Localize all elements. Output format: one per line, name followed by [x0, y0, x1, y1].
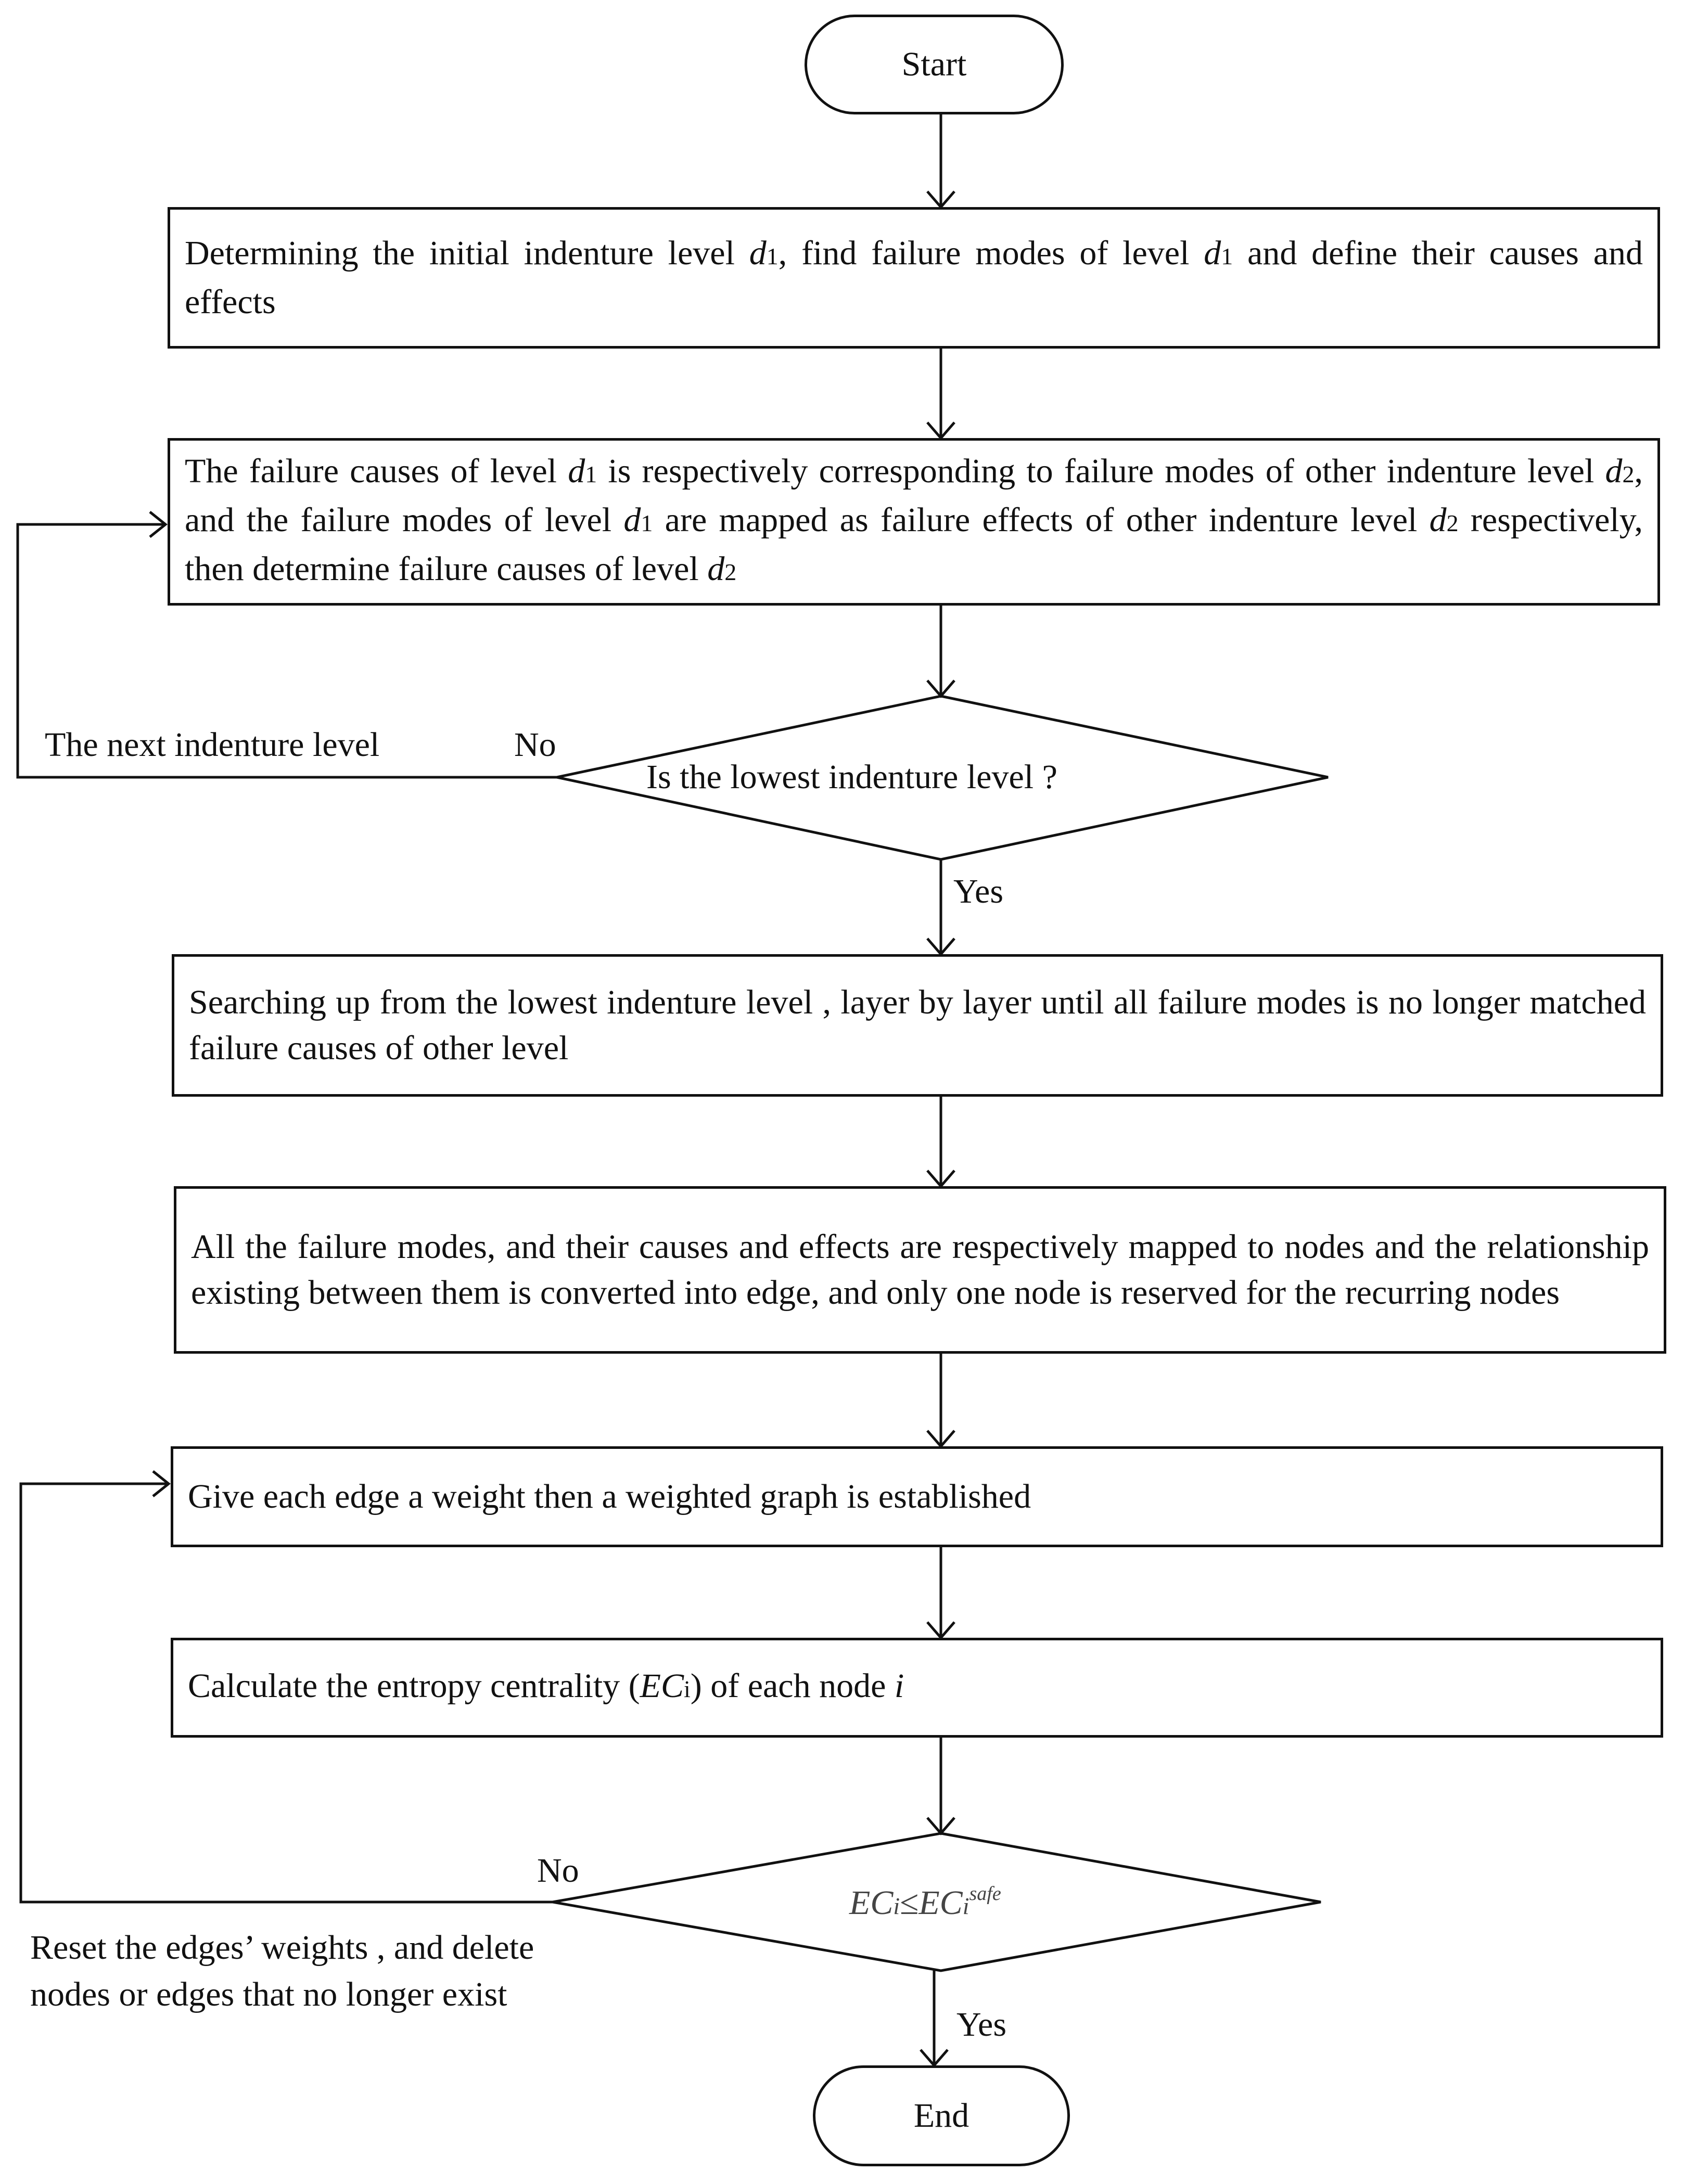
start-label: Start: [901, 45, 967, 83]
decision1-diamond: [556, 695, 1329, 861]
step1-text: Determining the initial indenture level …: [185, 234, 1643, 321]
step3-text: Searching up from the lowest indenture l…: [189, 983, 1646, 1067]
step3-box: Searching up from the lowest indenture l…: [172, 954, 1663, 1097]
decision1-no-label: No: [514, 726, 556, 764]
loop-next-indenture-level: [16, 523, 557, 779]
step4-text: All the failure modes, and their causes …: [191, 1228, 1649, 1312]
loop-reset-weights: [19, 1482, 553, 1904]
decision2-no-label: No: [537, 1852, 579, 1890]
step2-box: The failure causes of level d1 is respec…: [168, 438, 1660, 606]
step5-box: Give each edge a weight then a weighted …: [171, 1446, 1663, 1547]
step4-box: All the failure modes, and their causes …: [174, 1186, 1666, 1354]
step2-text: The failure causes of level d1 is respec…: [185, 452, 1643, 588]
decision2-diamond: [552, 1832, 1321, 1972]
end-terminal: End: [813, 2065, 1070, 2166]
end-label: End: [913, 2097, 969, 2135]
step5-text: Give each edge a weight then a weighted …: [188, 1478, 1031, 1515]
decision1-loop-label: The next indenture level: [45, 726, 380, 764]
decision2-condition: ECi≤ECisafe: [849, 1883, 1001, 1922]
decision2-loop-label-line2: nodes or edges that no longer exist: [30, 1975, 507, 2013]
step6-text: Calculate the entropy centrality (ECi) o…: [188, 1667, 904, 1705]
decision2-yes-label: Yes: [956, 2006, 1007, 2044]
decision1-yes-label: Yes: [953, 872, 1004, 910]
start-terminal: Start: [805, 15, 1064, 114]
decision1-question: Is the lowest indenture level ?: [646, 758, 1057, 796]
step1-box: Determining the initial indenture level …: [168, 207, 1660, 349]
decision2-loop-label-line1: Reset the edges’ weights , and delete: [30, 1929, 534, 1967]
step6-box: Calculate the entropy centrality (ECi) o…: [171, 1638, 1663, 1738]
